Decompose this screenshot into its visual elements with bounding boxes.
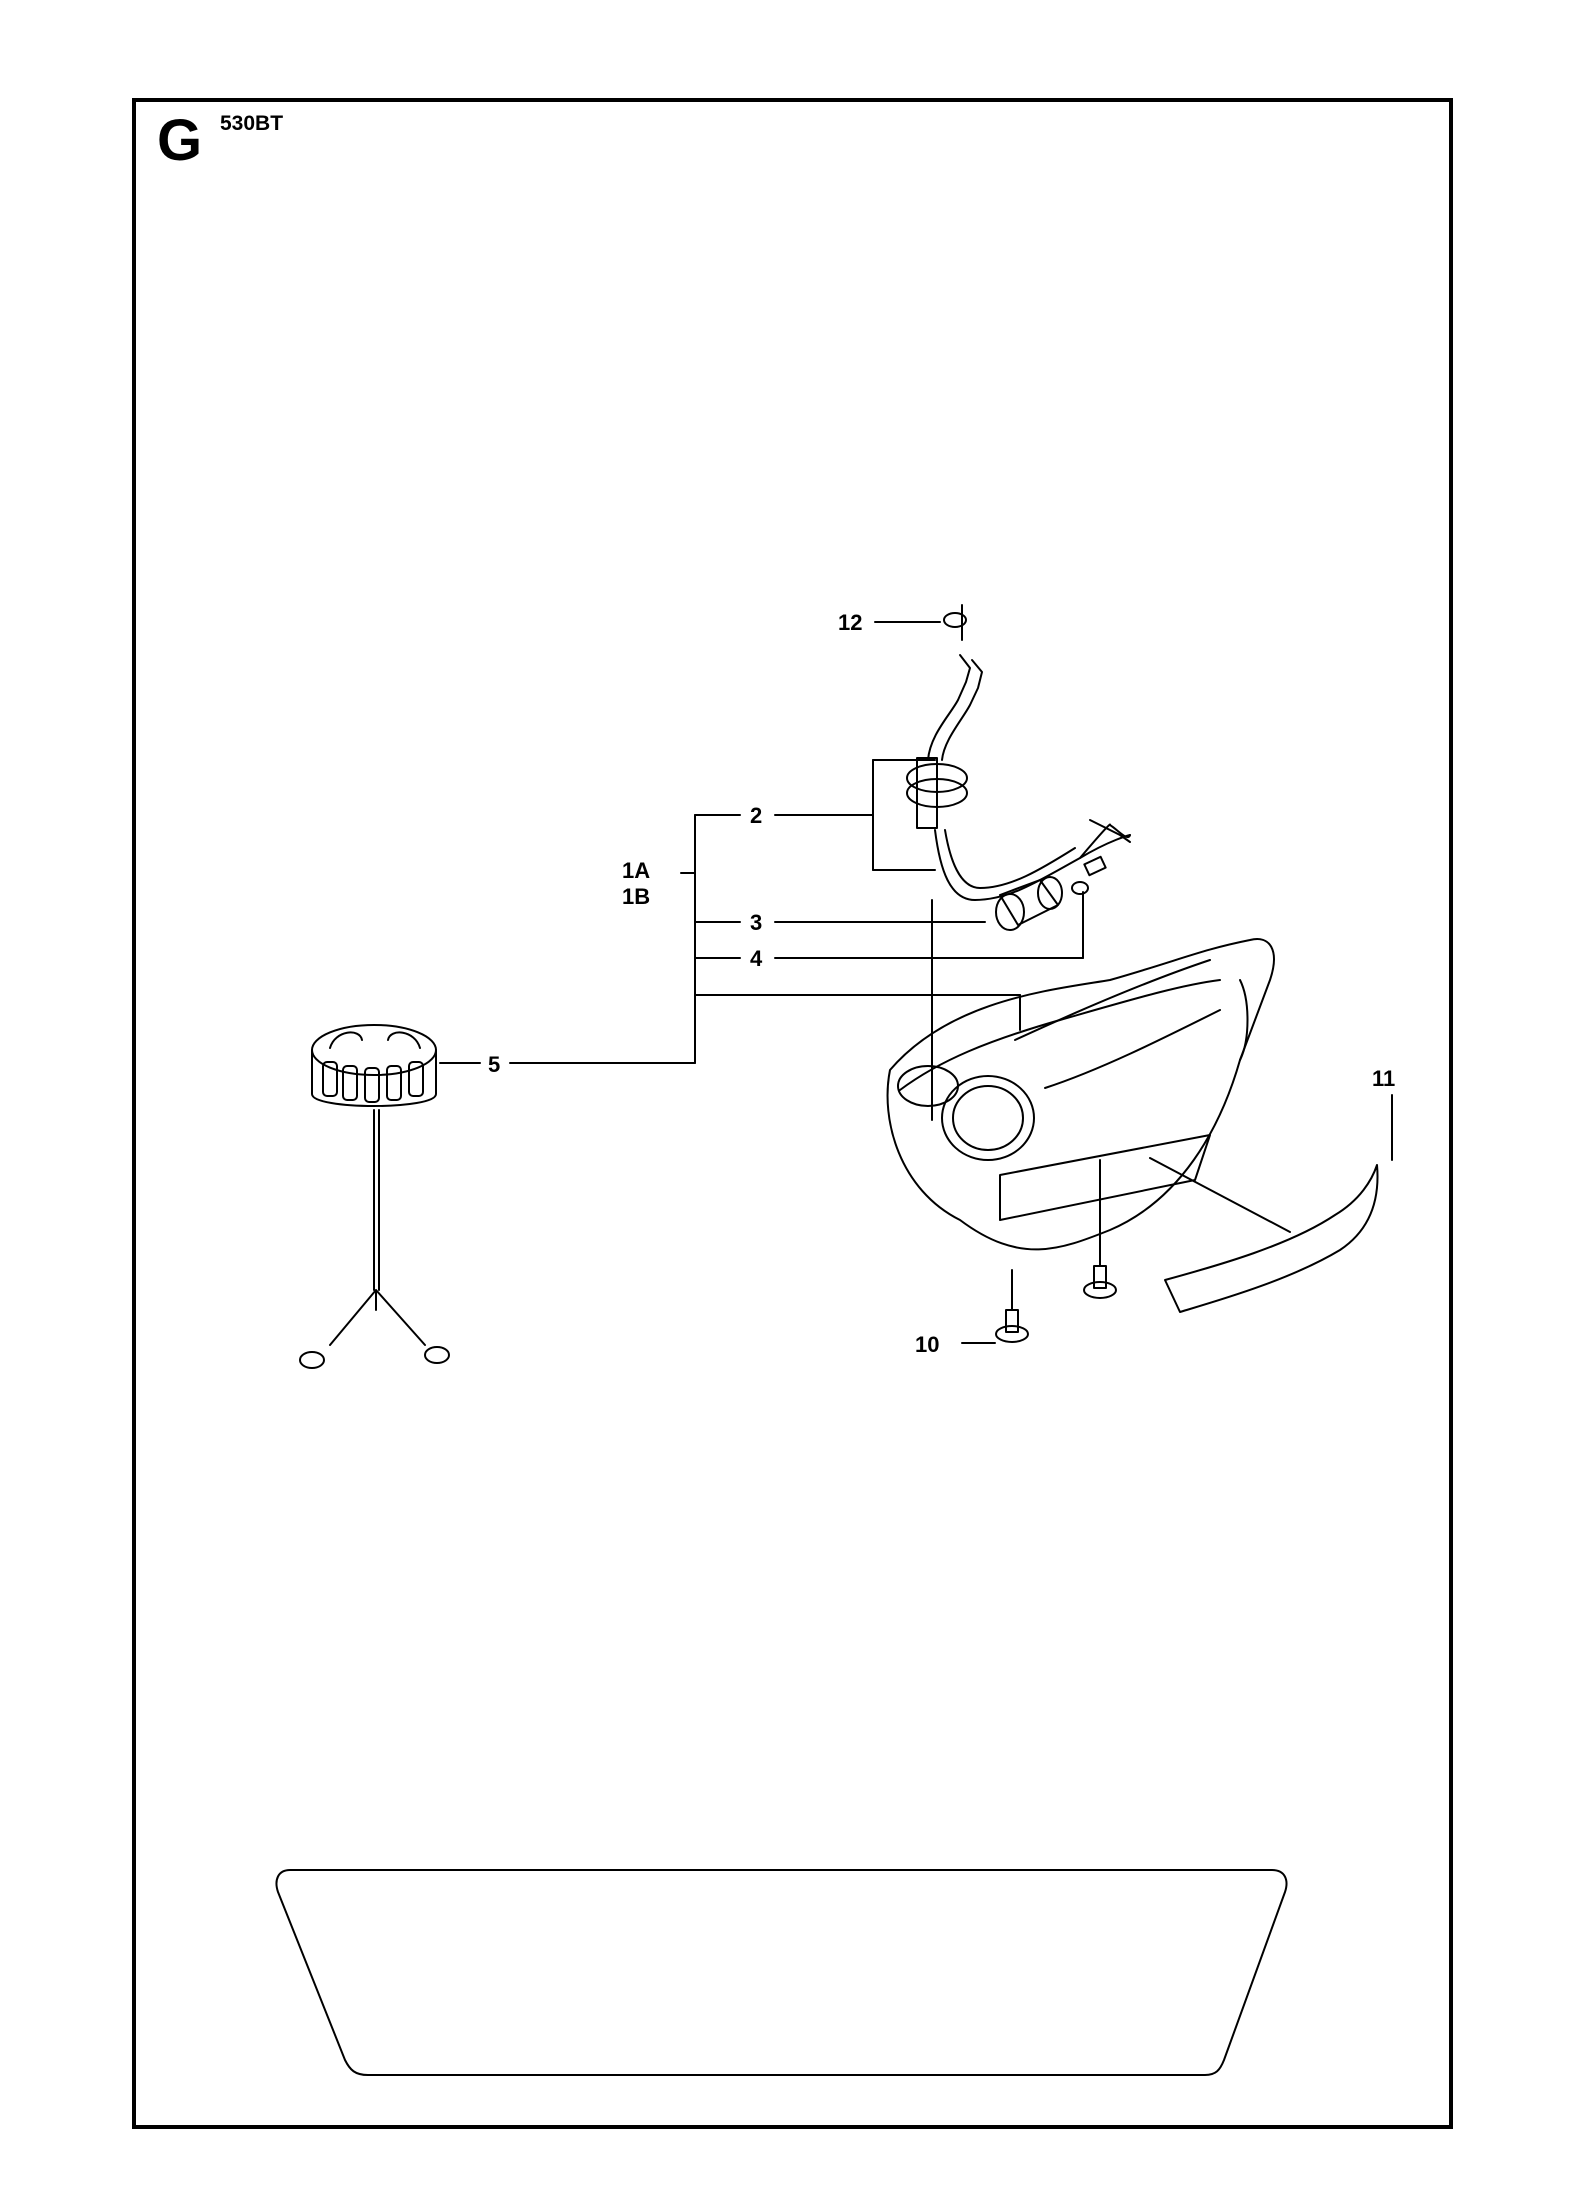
callout-2: 2 [750,803,762,828]
callout-1a: 1A [622,858,650,883]
fuel-hose-assembly [906,604,1131,931]
fuel-tank-drawing [886,938,1275,1343]
callout-11: 11 [1372,1066,1395,1091]
model-number: 530BT [220,112,284,135]
leader-lines [439,621,1393,1344]
decal-drawing [1164,1164,1379,1313]
callout-5: 5 [488,1052,500,1077]
callout-10: 10 [915,1332,939,1357]
page-frame [132,98,1453,2129]
callout-12: 12 [838,610,862,635]
callout-1b: 1B [622,884,650,909]
section-letter: G [157,108,203,173]
callout-4: 4 [750,946,763,971]
callout-labels: 12 2 1A 1B 3 4 5 11 10 [488,610,1395,1357]
notes-box [275,1869,1288,2076]
fuel-cap-drawing [299,1024,450,1369]
callout-3: 3 [750,910,762,935]
